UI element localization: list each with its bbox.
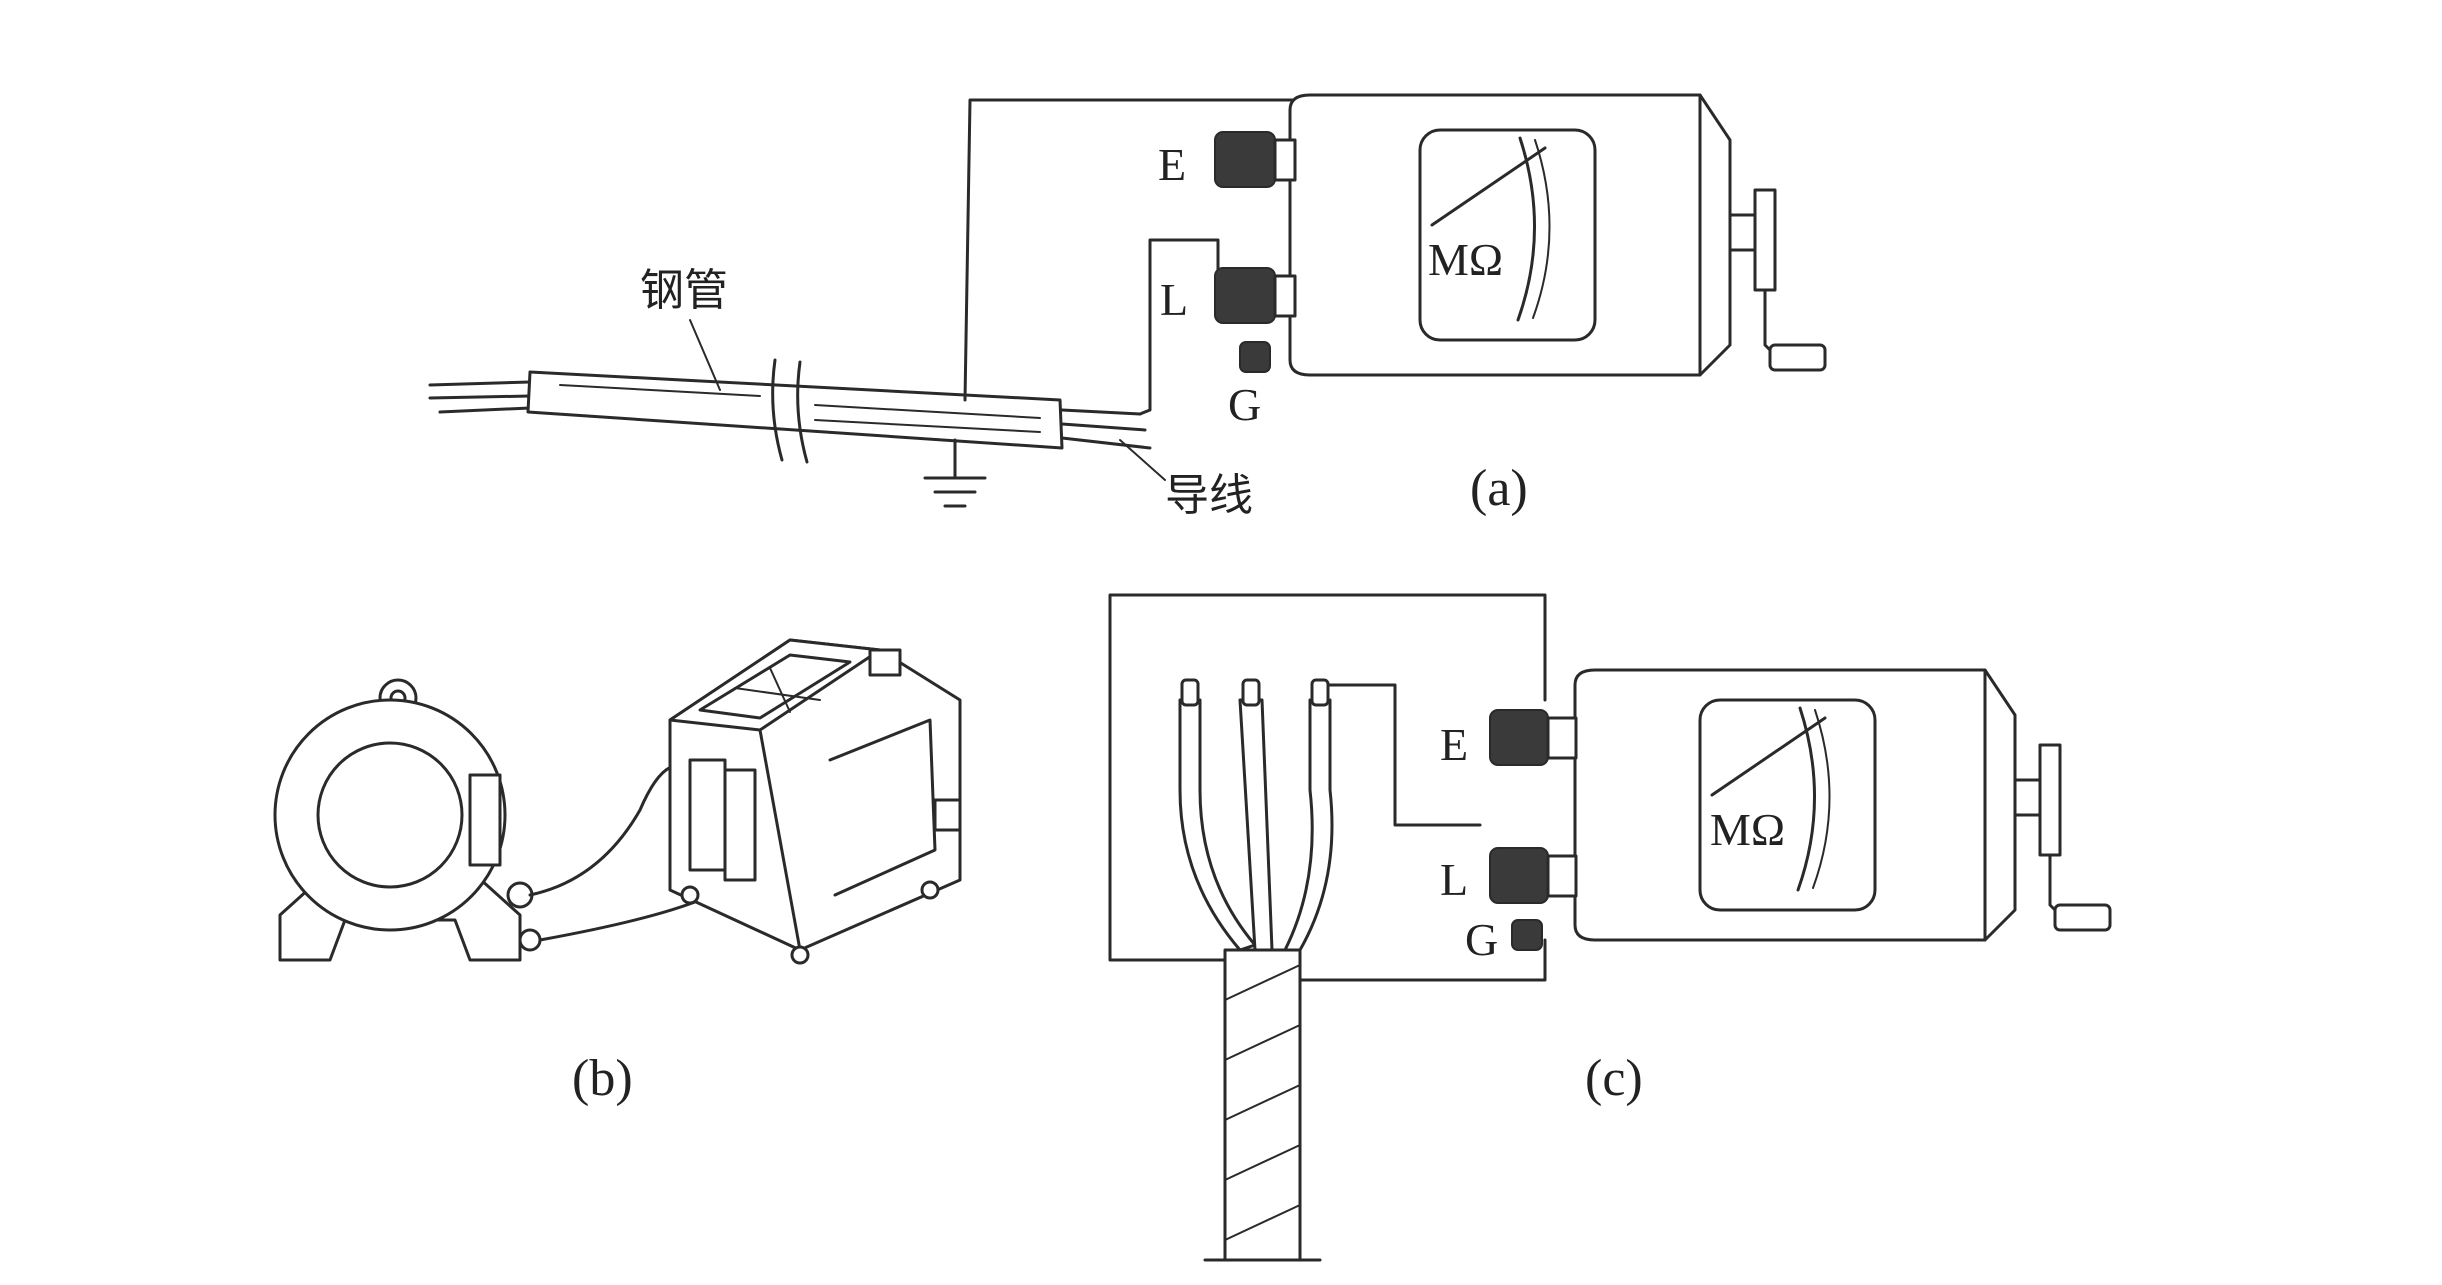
caption-b: (b) xyxy=(572,1050,633,1107)
wire-label: 导线 xyxy=(1165,470,1253,521)
g-lead-wire-c xyxy=(1288,938,1547,982)
meter-unit-c: MΩ xyxy=(1710,804,1785,855)
megohmmeter-a xyxy=(1214,93,1827,377)
three-core-cable xyxy=(1178,678,1334,1262)
terminal-l-label-c: L xyxy=(1440,854,1468,905)
megohmmeter-b xyxy=(668,638,962,965)
panel-b: (b) xyxy=(273,638,962,1107)
steel-pipe-label: 钢管 xyxy=(640,265,728,316)
panel-c: E L G MΩ (c) xyxy=(1108,593,2112,1262)
terminal-e-label-a: E xyxy=(1158,139,1186,190)
megohmmeter-c xyxy=(1489,668,2112,951)
terminal-e-label-c: E xyxy=(1440,719,1468,770)
caption-a: (a) xyxy=(1470,460,1528,517)
motor xyxy=(273,678,542,962)
l-lead-wire xyxy=(1138,238,1220,416)
terminal-g-label-a: G xyxy=(1228,379,1261,430)
e-lead-wire-c xyxy=(1108,593,1547,962)
terminal-l-label-a: L xyxy=(1160,274,1188,325)
l-lead-wire-c xyxy=(1318,683,1482,827)
terminal-g-label-c: G xyxy=(1465,914,1498,965)
caption-c: (c) xyxy=(1585,1050,1643,1107)
steel-pipe xyxy=(428,319,1166,508)
meter-unit-a: MΩ xyxy=(1428,234,1503,285)
panel-a: E L G MΩ 钢管 导线 (a) xyxy=(428,93,1827,521)
